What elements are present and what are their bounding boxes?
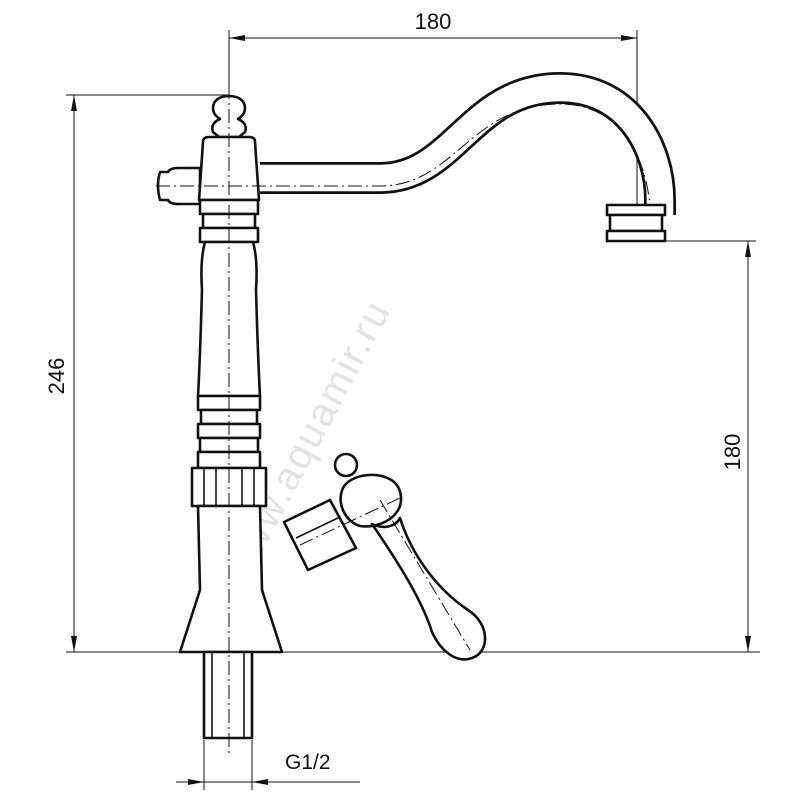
side-stub bbox=[156, 166, 202, 206]
aerator-body bbox=[608, 213, 664, 233]
dimension-label-total-height: 246 bbox=[44, 358, 69, 395]
lever-arm-axis bbox=[379, 499, 471, 651]
dimension-label-spout-height: 180 bbox=[720, 434, 745, 471]
aerator-tip bbox=[605, 229, 667, 243]
faucet-body bbox=[156, 72, 676, 755]
lever-hub bbox=[339, 473, 403, 528]
lever-axis bbox=[299, 497, 401, 546]
spout-axis bbox=[156, 103, 651, 206]
aerator-ring bbox=[605, 203, 667, 217]
thread-label: G1/2 bbox=[285, 751, 331, 774]
dimension-label-reach: 180 bbox=[415, 9, 452, 34]
valve-body bbox=[178, 504, 284, 654]
spout-inner bbox=[260, 74, 674, 215]
lever-arm bbox=[370, 516, 487, 661]
dimension-lines bbox=[66, 30, 760, 790]
lever-cap-knob bbox=[333, 452, 359, 478]
